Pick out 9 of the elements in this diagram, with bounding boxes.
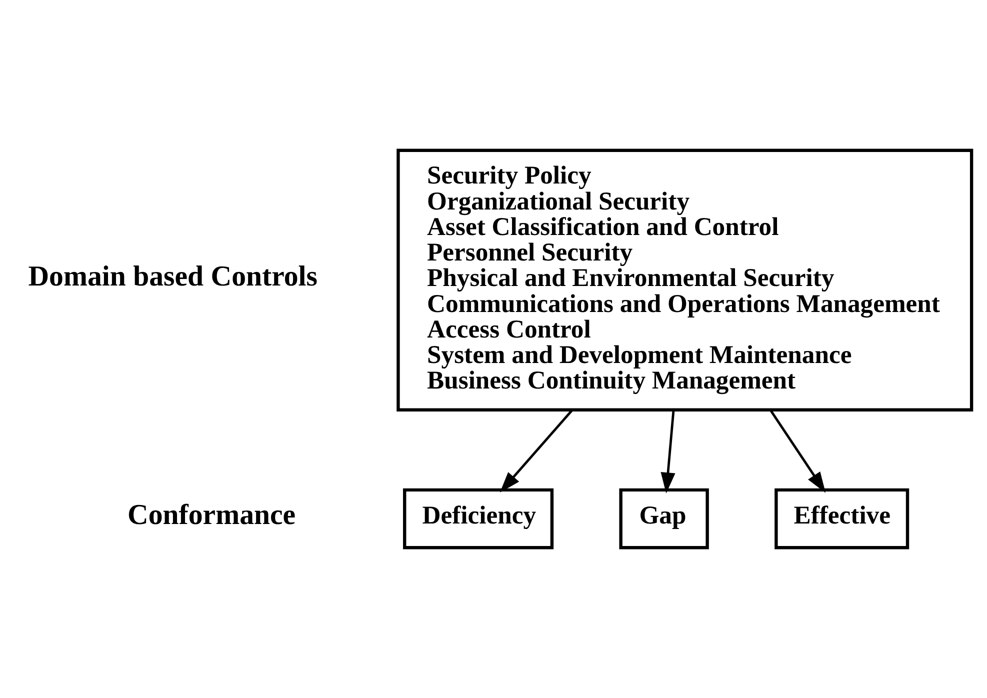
label: Domain based Controls — [28, 260, 318, 293]
arrow — [500, 410, 573, 493]
arrow — [660, 410, 676, 494]
label: Conformance — [128, 499, 296, 532]
node-box: Deficiency — [403, 488, 554, 550]
arrow — [770, 410, 826, 493]
node-box: Gap — [619, 488, 709, 550]
node-box: Effective — [774, 488, 910, 550]
node-box: Security Policy Organizational Security Asset Classification and Control Personnel Security Physical and Environmental Security Communications and Operations Management Access Control System and Development Maintenance Business Continuity Management — [396, 148, 974, 412]
